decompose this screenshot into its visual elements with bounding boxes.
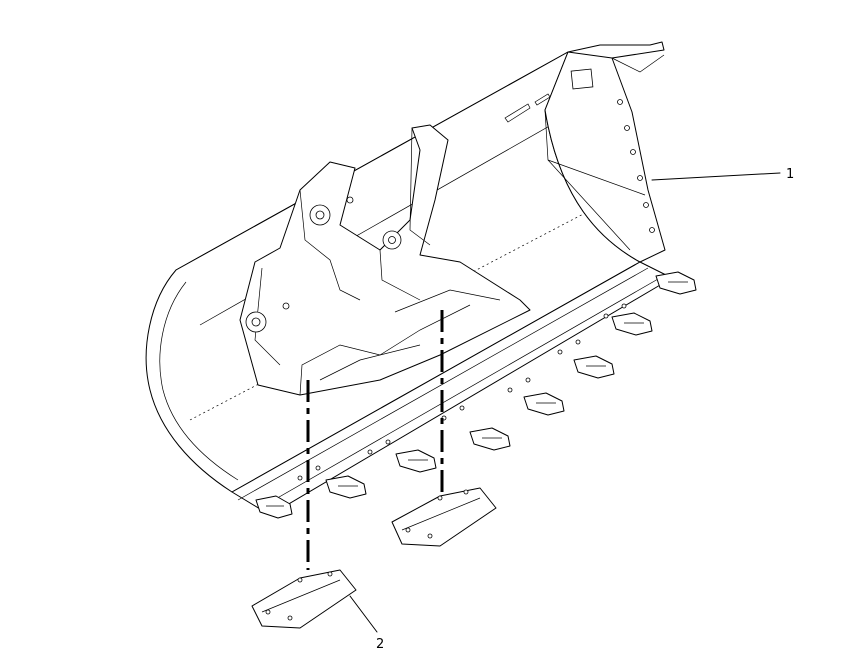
leader-line-1 — [651, 172, 781, 181]
assembly-centerlines — [306, 310, 444, 570]
callout-label-2: 2 — [376, 637, 385, 652]
wear-plate-front — [251, 569, 357, 629]
teeth-row — [255, 271, 697, 519]
leader-line-2 — [349, 595, 378, 633]
callout-label-1: 1 — [786, 167, 795, 182]
leader-lines — [349, 172, 781, 633]
wear-plate-rear — [391, 487, 497, 547]
mounting-brackets — [239, 124, 531, 396]
